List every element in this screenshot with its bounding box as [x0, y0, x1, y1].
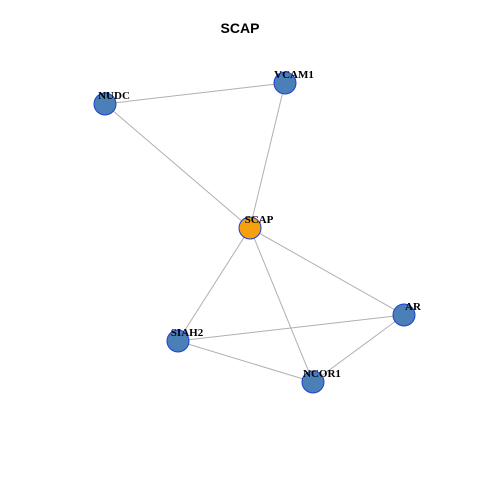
node-nudc: [93, 92, 117, 116]
edge-scap-ncor1: [249, 227, 314, 383]
node-label-scap: SCAP: [245, 214, 274, 226]
edge-siah2-ar: [177, 314, 405, 342]
node-siah2: [166, 329, 190, 353]
graph-title: SCAP: [220, 20, 260, 36]
edge-vcam1-scap: [249, 82, 286, 229]
node-ar: [392, 303, 416, 327]
node-label-ncor1: NCOR1: [303, 368, 341, 380]
edge-nudc-vcam1: [104, 82, 286, 105]
edge-scap-ar: [249, 227, 405, 316]
edge-scap-siah2: [177, 227, 251, 342]
node-vcam1: [273, 71, 297, 95]
node-label-ar: AR: [405, 301, 422, 313]
edges-layer: [104, 82, 405, 383]
edge-nudc-scap: [104, 103, 251, 229]
node-label-vcam1: VCAM1: [274, 69, 314, 81]
node-label-nudc: NUDC: [98, 90, 130, 102]
nodes-layer: [93, 71, 416, 394]
node-label-siah2: SIAH2: [171, 327, 204, 339]
node-scap: [238, 216, 262, 240]
node-ncor1: [301, 370, 325, 394]
edge-ncor1-ar: [312, 314, 405, 383]
edge-siah2-ncor1: [177, 340, 314, 383]
